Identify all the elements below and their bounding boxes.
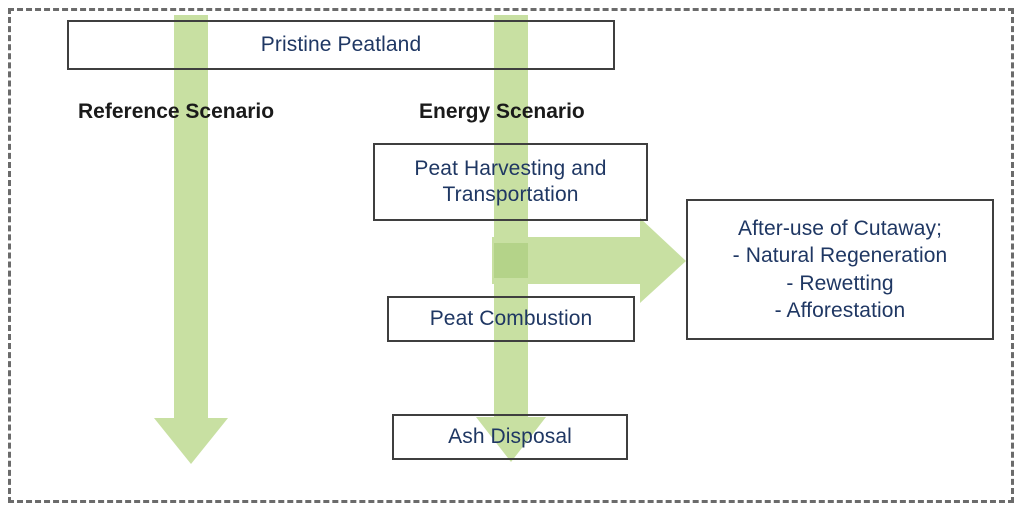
box-ash-disposal-label: Ash Disposal (448, 425, 572, 449)
box-peat-combustion[interactable]: Peat Combustion (387, 296, 635, 342)
box-ash-disposal[interactable]: Ash Disposal (392, 414, 628, 460)
box-after-use-of-cutaway[interactable]: After-use of Cutaway; - Natural Regenera… (686, 199, 994, 340)
harvest-line-1: Peat Harvesting and (414, 157, 607, 181)
box-peat-harvesting-transportation[interactable]: Peat Harvesting and Transportation (373, 143, 648, 221)
box-peat-combustion-label: Peat Combustion (429, 307, 593, 331)
box-pristine-peatland-label: Pristine Peatland (260, 33, 422, 57)
label-energy-scenario: Energy Scenario (419, 100, 585, 123)
harvest-line-2: Transportation (442, 183, 579, 206)
afteruse-line-3: - Rewetting (786, 271, 894, 295)
box-peat-harvesting-transportation-label: Peat Harvesting and Transportation (375, 156, 646, 207)
afteruse-line-4: - Afforestation (774, 298, 906, 322)
box-pristine-peatland[interactable]: Pristine Peatland (67, 20, 615, 70)
box-after-use-of-cutaway-label: After-use of Cutaway; - Natural Regenera… (688, 215, 992, 324)
afteruse-line-2: - Natural Regeneration (732, 244, 948, 268)
label-reference-scenario: Reference Scenario (78, 100, 275, 123)
diagram-dashed-frame (8, 8, 1014, 503)
afteruse-line-1: After-use of Cutaway; (737, 216, 943, 240)
